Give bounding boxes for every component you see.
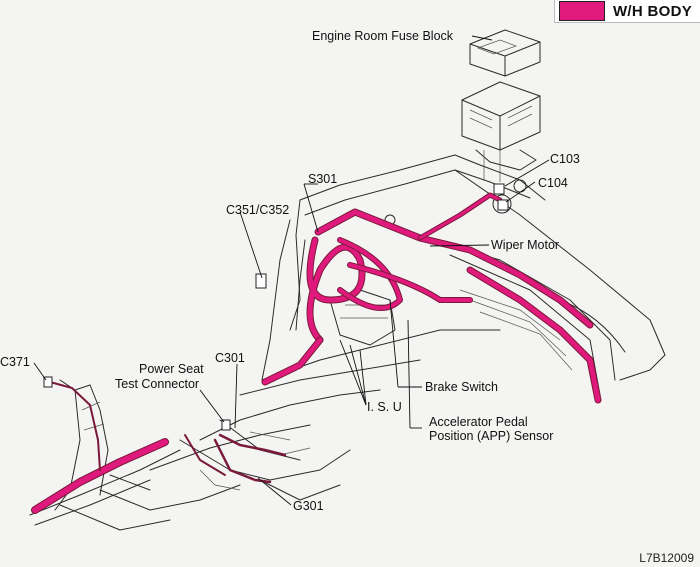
label-app-line1: Accelerator Pedal	[429, 415, 528, 429]
label-power-seat: Power Seat	[139, 362, 204, 376]
label-c301: C301	[215, 351, 245, 365]
legend-label: W/H BODY	[612, 2, 692, 20]
label-c103: C103	[550, 152, 580, 166]
label-engine-room-fuse-block: Engine Room Fuse Block	[312, 29, 454, 43]
label-app-line2: Position (APP) Sensor	[429, 429, 553, 443]
labels: Engine Room Fuse Block C103 C104 S301 C3…	[0, 29, 580, 513]
label-test-connector: Test Connector	[115, 377, 199, 391]
legend-swatch	[558, 1, 605, 21]
label-s301: S301	[308, 172, 337, 186]
label-c371: C371	[0, 355, 30, 369]
label-isu: I. S. U	[367, 400, 402, 414]
label-c351-c352: C351/C352	[226, 203, 289, 217]
label-c104: C104	[538, 176, 568, 190]
label-g301: G301	[293, 499, 324, 513]
body-wiring-harness	[31, 183, 602, 514]
label-brake-switch: Brake Switch	[425, 380, 498, 394]
label-wiper-motor: Wiper Motor	[491, 238, 559, 252]
leader-lines	[33, 35, 550, 506]
legend: W/H BODY	[553, 0, 700, 23]
engine-room-fuse-block	[461, 29, 541, 182]
diagram-code: L7B12009	[639, 551, 694, 565]
